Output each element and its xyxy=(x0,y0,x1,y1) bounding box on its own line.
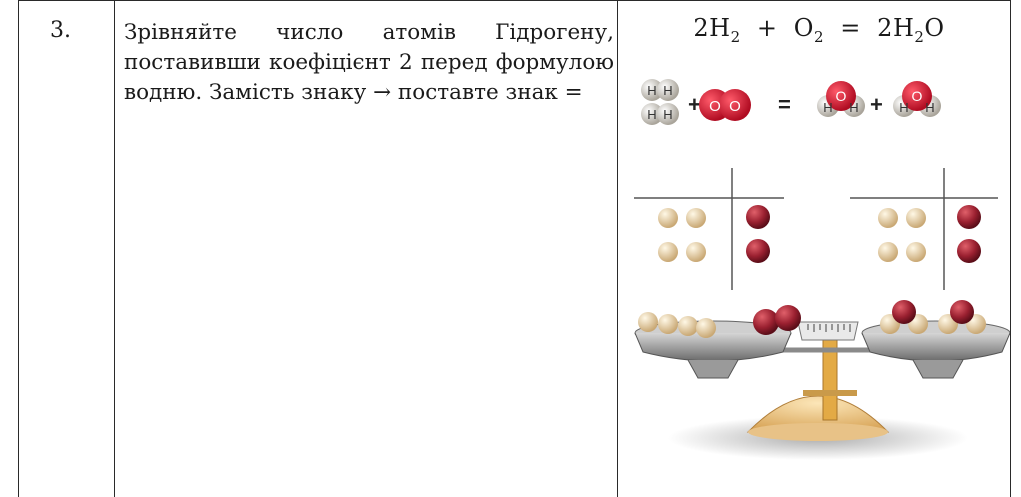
o2-atom-label: O xyxy=(729,98,741,115)
eq-coef-h2: 2 xyxy=(693,14,710,42)
h2o-h-label: H xyxy=(925,100,934,115)
eq-o2-sub: 2 xyxy=(813,27,825,46)
eq-h2o-sub: 2 xyxy=(914,27,925,46)
water-molecule-1: H H O xyxy=(817,81,865,117)
eq-h2-sub: 2 xyxy=(730,27,741,46)
hydrogen-molecule-2: H H xyxy=(641,103,679,125)
h2o-o-label: O xyxy=(912,88,923,104)
task-text: Зрівняйте число атомів Гідрогену, постав… xyxy=(124,18,614,108)
water-molecule-2: H H O xyxy=(893,81,941,117)
eq-h2-base: H xyxy=(709,14,731,42)
eq-h2o-o: O xyxy=(924,14,945,42)
h2o-h-label: H xyxy=(899,100,908,115)
left-atom-tally xyxy=(634,168,784,290)
chemical-equation: 2H2 + O2 = 2H2O xyxy=(628,14,1010,46)
illustration: H H H H + O O = H H O + H H O xyxy=(634,79,1010,460)
eq-equals: = xyxy=(840,14,861,42)
row-number: 3. xyxy=(50,18,71,43)
table-right-border xyxy=(1010,0,1011,497)
eq-h2o-h: H xyxy=(892,14,915,42)
eq-plus: + xyxy=(756,14,778,42)
oxygen-molecule: O O xyxy=(699,89,751,121)
table-left-border xyxy=(18,0,19,497)
h2o-h-label: H xyxy=(849,100,858,115)
h2-atom-label: H xyxy=(663,107,672,122)
hydrogen-molecule-1: H H xyxy=(641,79,679,101)
task-paragraph: Зрівняйте число атомів Гідрогену, постав… xyxy=(124,20,614,105)
o2-atom-label: O xyxy=(709,98,721,115)
molecule-equals: = xyxy=(778,92,791,117)
right-atom-tally xyxy=(850,168,998,290)
table-divider-2 xyxy=(617,0,618,497)
table-top-border xyxy=(18,0,1011,1)
eq-coef-h2o: 2 xyxy=(877,14,893,42)
eq-o2-base: O xyxy=(793,14,814,42)
balance-scale xyxy=(634,300,1010,460)
h2o-h-label: H xyxy=(823,100,832,115)
h2-atom-label: H xyxy=(647,83,656,98)
molecule-plus-1: + xyxy=(688,92,701,117)
h2-atom-label: H xyxy=(663,83,672,98)
table-divider-1 xyxy=(114,0,115,497)
h2-atom-label: H xyxy=(647,107,656,122)
h2o-o-label: O xyxy=(836,88,847,104)
molecule-plus-2: + xyxy=(870,92,883,117)
